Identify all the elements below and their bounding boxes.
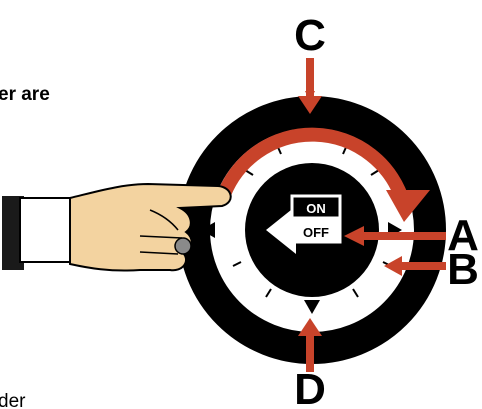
label-b: B [447, 245, 479, 294]
text-fragment-top: er are [0, 84, 50, 105]
switch-on-box [290, 194, 342, 220]
rotation-arrow-arc [215, 127, 411, 207]
arrow-b-head-icon [384, 256, 402, 276]
rotation-arrowhead-icon [386, 190, 430, 222]
switch-off-box [290, 218, 342, 244]
arrow-d-head-icon [298, 318, 322, 336]
text-fragment-bottom: der [0, 391, 26, 409]
arrow-a-head-icon [344, 226, 364, 246]
down-triangle-icon [304, 300, 320, 314]
switch-on-label: ON [306, 201, 326, 216]
label-d: D [294, 365, 326, 409]
arrow-c-head-icon [298, 96, 322, 114]
left-triangle-icon [201, 222, 215, 238]
pointing-hand-icon [2, 182, 232, 272]
knob-pointer-icon [266, 206, 296, 254]
label-a: A [447, 211, 479, 260]
switch-off-label: OFF [303, 225, 329, 240]
label-c: C [294, 11, 326, 60]
